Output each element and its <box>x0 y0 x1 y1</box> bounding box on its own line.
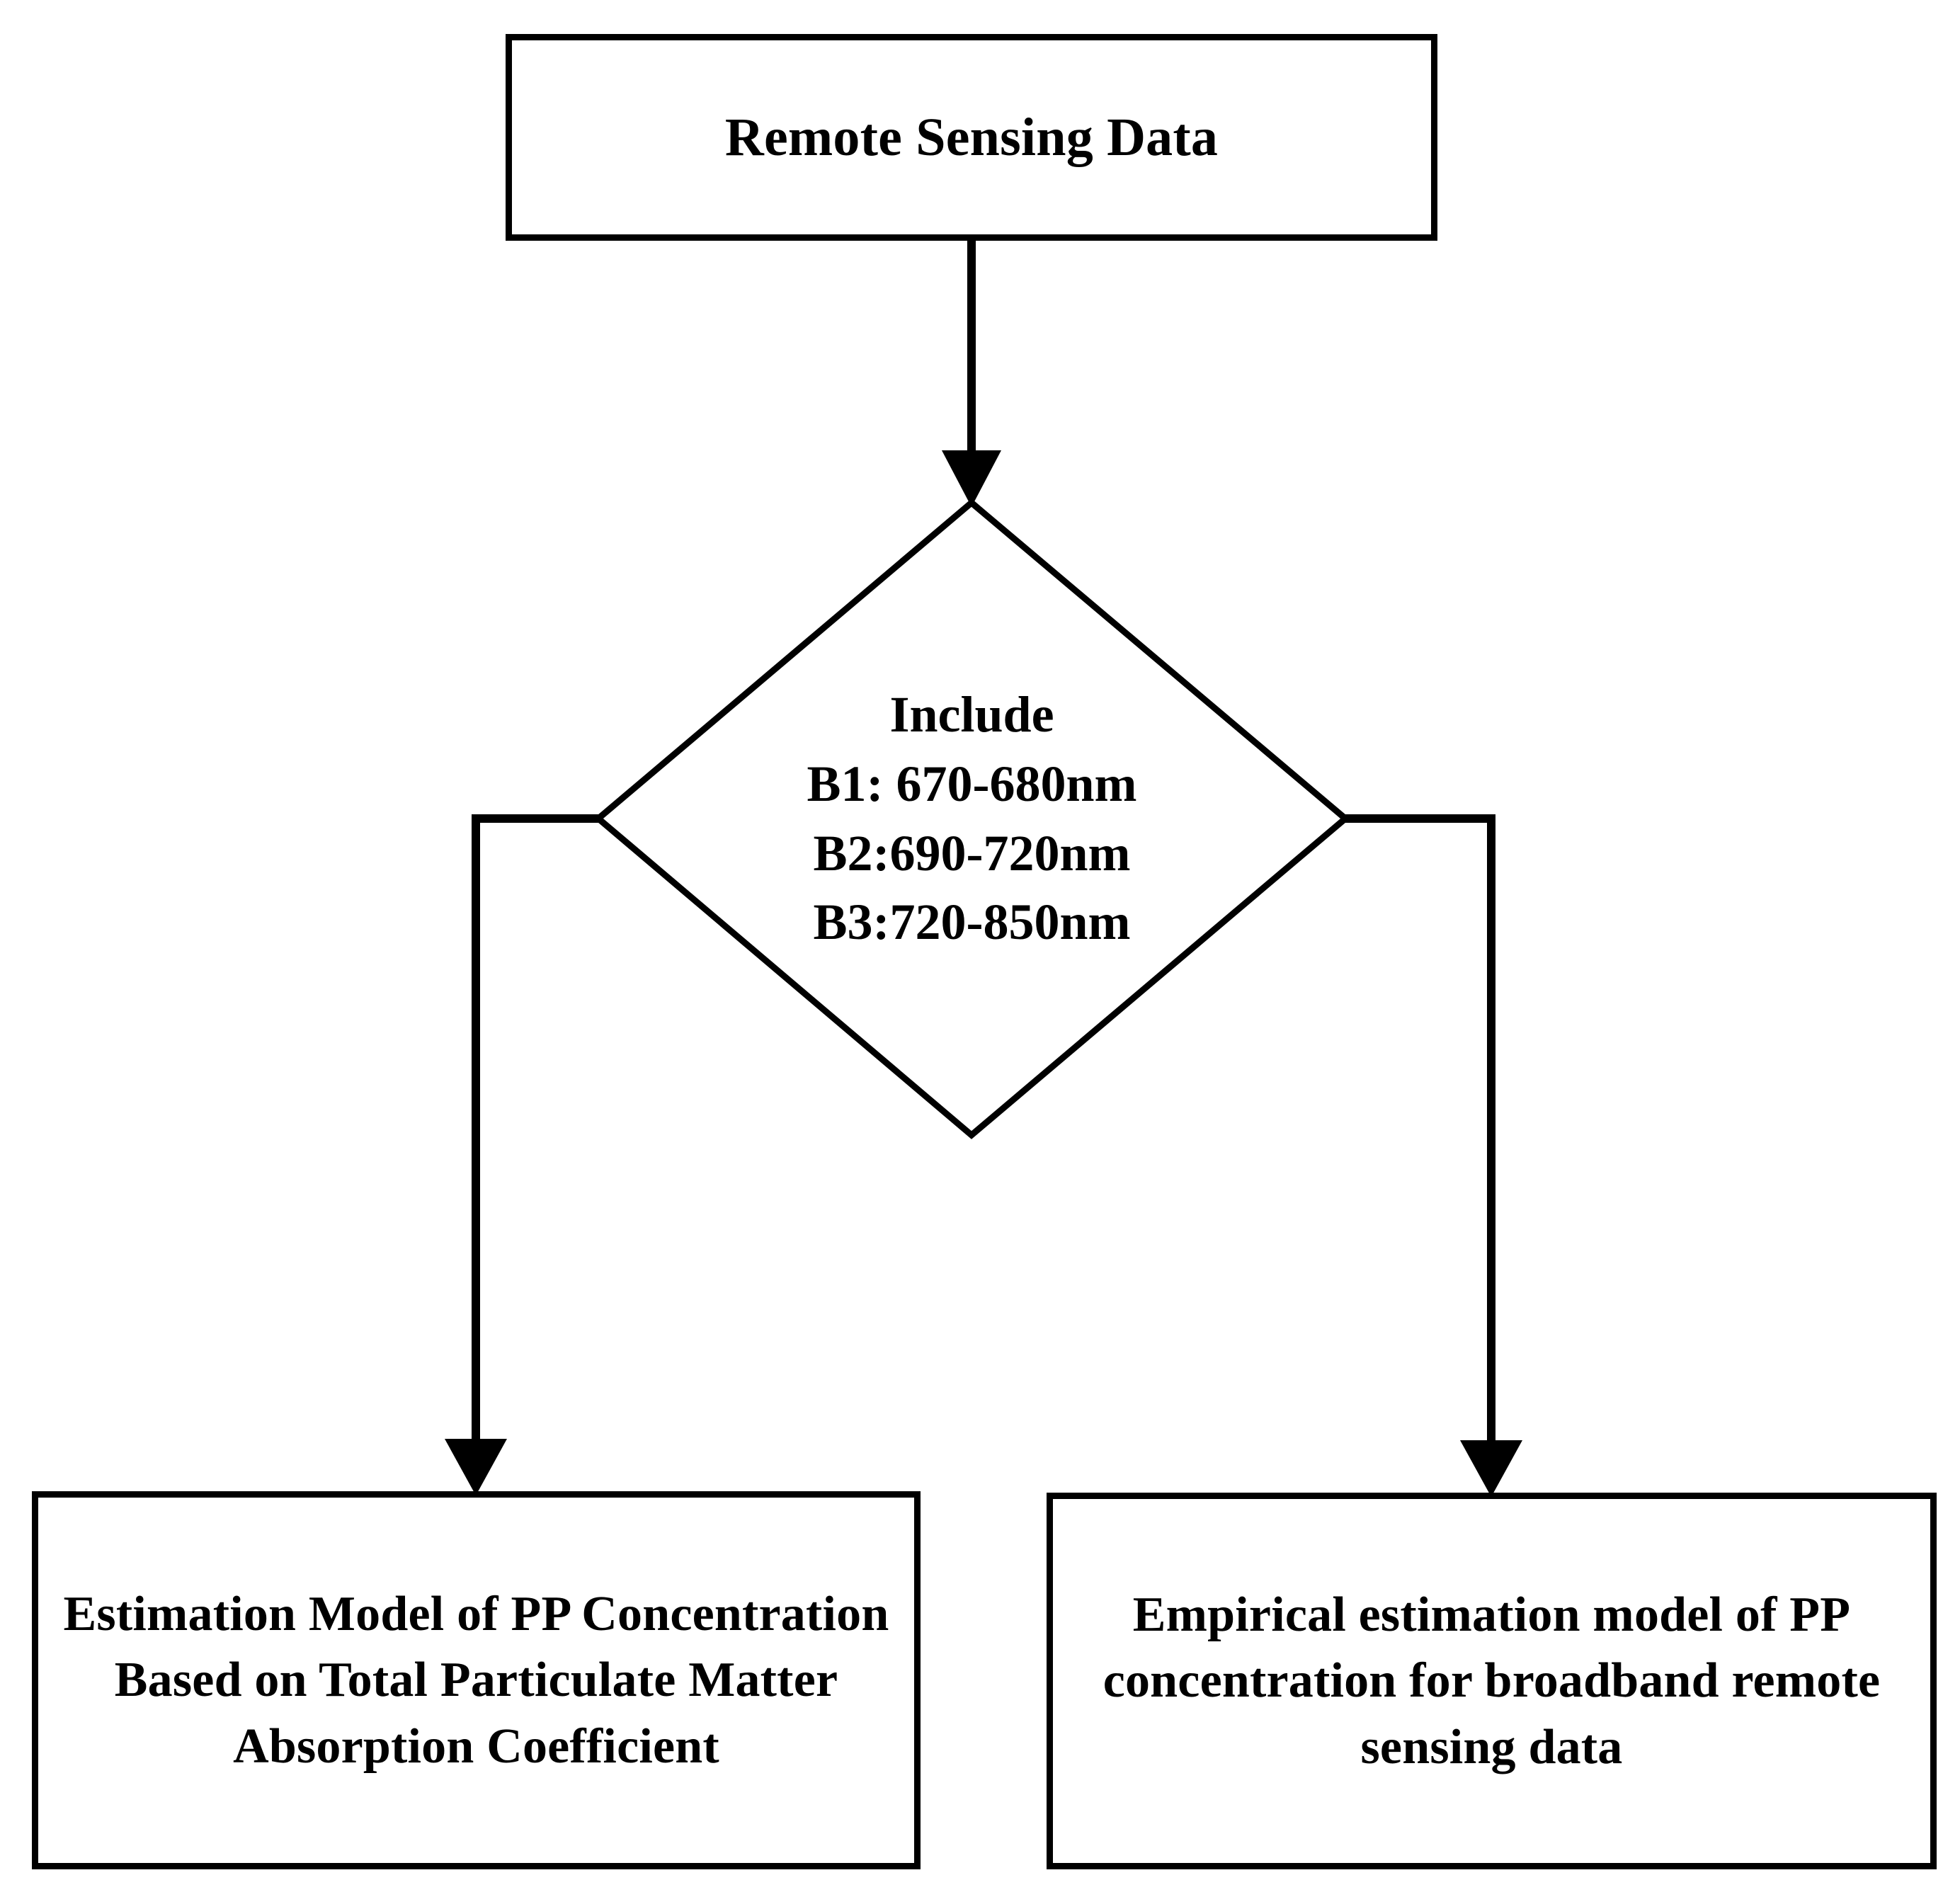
decision-line-include: Include <box>889 685 1054 743</box>
decision-line-band3: B3:720-850nm <box>813 894 1131 951</box>
node-remote-sensing-data-label: Remote Sensing Data <box>724 107 1219 167</box>
node-include-bands-label: Include B1: 670-680nm B2:690-720nm B3:72… <box>598 503 1345 1135</box>
edge-decision-to-broadband-model <box>1345 814 1522 1497</box>
node-remote-sensing-data: Remote Sensing Data <box>506 34 1437 241</box>
decision-line-band1: B1: 670-680nm <box>807 755 1137 812</box>
node-broadband-empirical-model-label: Empirical estimation model of PP concent… <box>1102 1588 1881 1774</box>
decision-line-band2: B2:690-720nm <box>813 824 1131 882</box>
edge-decision-to-total-absorption-model <box>445 814 598 1495</box>
edge-data-to-decision <box>942 241 1001 507</box>
node-total-absorption-model-label: Estimation Model of PP Concentration Bas… <box>63 1587 889 1774</box>
node-broadband-empirical-model: Empirical estimation model of PP concent… <box>1047 1493 1937 1869</box>
node-total-absorption-model: Estimation Model of PP Concentration Bas… <box>32 1491 921 1869</box>
node-include-bands-decision: Include B1: 670-680nm B2:690-720nm B3:72… <box>598 503 1345 1135</box>
